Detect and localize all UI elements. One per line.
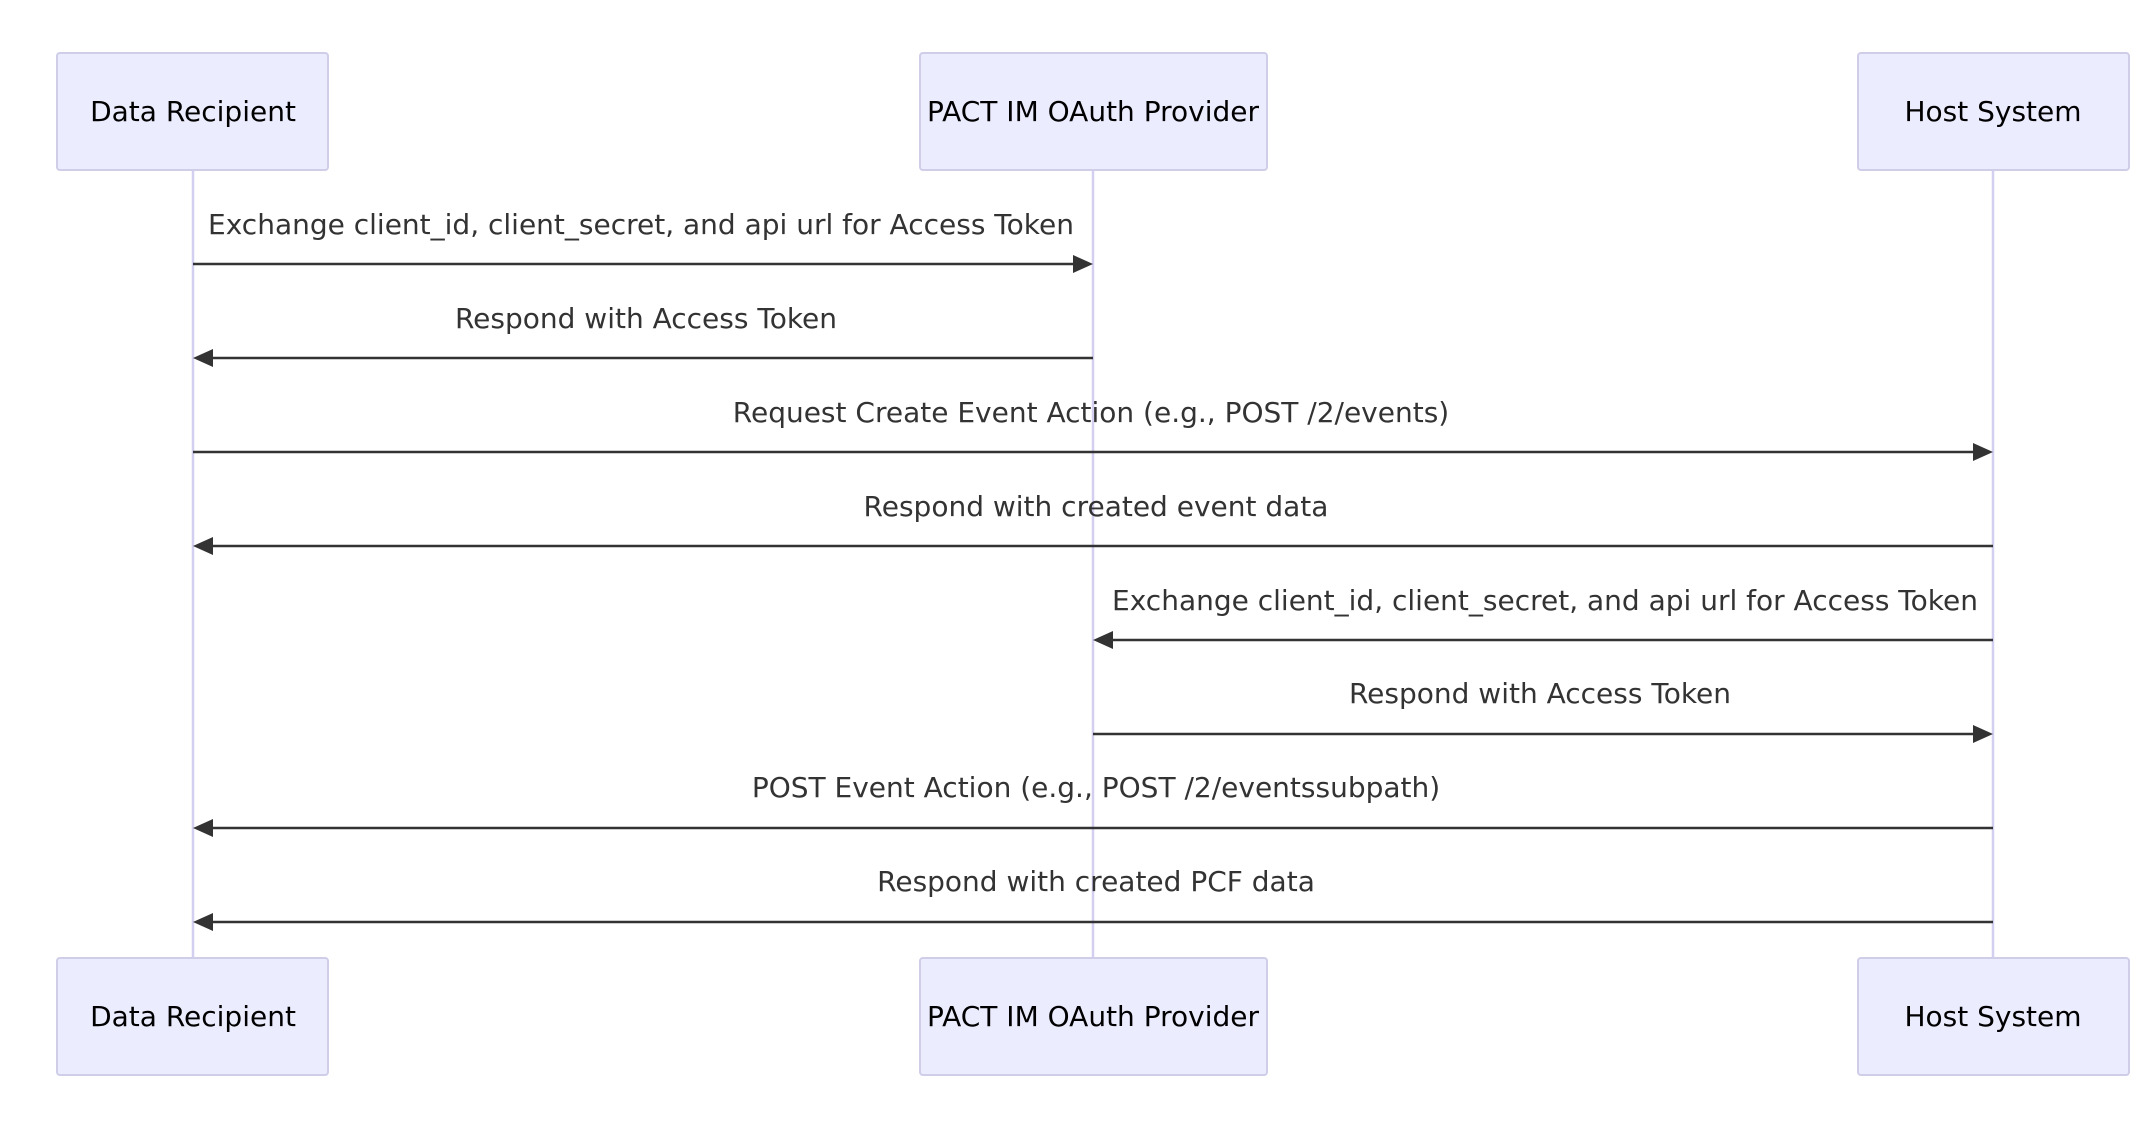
arrow-head-right-icon [1973,725,1993,743]
arrow-head-right-icon [1073,255,1093,273]
message-7: POST Event Action (e.g., POST /2/eventss… [193,771,1993,837]
message-label: Respond with Access Token [1349,677,1731,710]
actor-top-oauth-provider: PACT IM OAuth Provider [919,52,1268,171]
message-4: Respond with created event data [193,490,1993,555]
message-label: Respond with Access Token [455,302,837,335]
message-2: Respond with Access Token [193,302,1093,367]
message-3: Request Create Event Action (e.g., POST … [193,396,1993,461]
message-8: Respond with created PCF data [193,865,1993,931]
message-label: Exchange client_id, client_secret, and a… [1112,584,1978,617]
actor-label: Host System [1904,95,2081,128]
arrow-head-left-icon [193,913,213,931]
actor-label: PACT IM OAuth Provider [927,95,1259,128]
actor-label: Data Recipient [90,1000,296,1033]
actor-label: Data Recipient [90,95,296,128]
actor-top-host-system: Host System [1857,52,2130,171]
actor-bottom-oauth-provider: PACT IM OAuth Provider [919,957,1268,1076]
actor-label: PACT IM OAuth Provider [927,1000,1259,1033]
message-label: Exchange client_id, client_secret, and a… [208,208,1074,241]
message-6: Respond with Access Token [1093,677,1993,743]
message-5: Exchange client_id, client_secret, and a… [1093,584,1993,649]
message-label: Respond with created event data [864,490,1329,523]
actor-bottom-host-system: Host System [1857,957,2130,1076]
message-label: Respond with created PCF data [877,865,1315,898]
arrow-head-left-icon [1093,631,1113,649]
message-label: POST Event Action (e.g., POST /2/eventss… [752,771,1440,804]
arrow-head-left-icon [193,349,213,367]
arrow-head-left-icon [193,819,213,837]
message-label: Request Create Event Action (e.g., POST … [733,396,1449,429]
arrow-head-right-icon [1973,443,1993,461]
actor-bottom-data-recipient: Data Recipient [56,957,329,1076]
actor-top-data-recipient: Data Recipient [56,52,329,171]
actor-label: Host System [1904,1000,2081,1033]
arrow-head-left-icon [193,537,213,555]
message-1: Exchange client_id, client_secret, and a… [193,208,1093,273]
